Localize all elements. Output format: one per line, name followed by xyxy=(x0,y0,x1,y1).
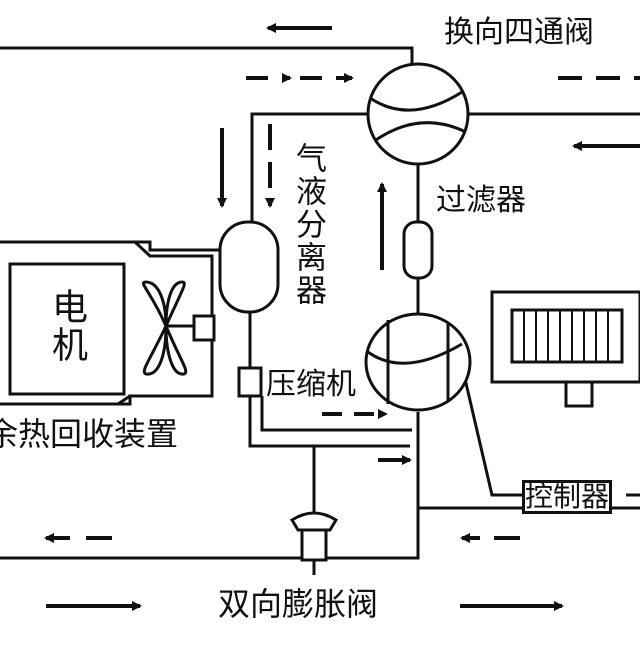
label-motor: 电机 xyxy=(46,288,87,364)
label-reversing-valve: 换向四通阀 xyxy=(444,15,594,50)
pipe-valve-to-separator xyxy=(250,112,368,222)
refrigerant-pipes xyxy=(0,46,640,575)
pipe-compressor-down xyxy=(0,412,420,560)
label-expansion-valve: 双向膨胀阀 xyxy=(218,585,379,623)
filter xyxy=(402,220,434,280)
expansion-valve xyxy=(289,511,339,562)
pipe-inner-left xyxy=(260,396,412,432)
label-gas-liquid-separator: 气液分离器 xyxy=(290,142,326,307)
compressor xyxy=(364,312,472,412)
label-filter: 过滤器 xyxy=(436,183,526,218)
label-waste-heat-recovery: 余热回收装置 xyxy=(0,415,179,453)
gas-liquid-separator xyxy=(218,220,280,314)
label-controller: 控制器 xyxy=(522,480,613,514)
pipe-top-left xyxy=(0,46,414,70)
label-compressor: 压缩机 xyxy=(266,367,356,402)
separator-junction xyxy=(237,366,263,398)
reversing-valve xyxy=(366,62,470,166)
pipe-junction-down xyxy=(248,396,410,448)
radiator-unit xyxy=(490,290,640,408)
pipe-controller xyxy=(460,365,522,497)
motor-box xyxy=(8,262,126,396)
fan-icon xyxy=(142,280,216,376)
flow-arrows xyxy=(44,23,640,611)
